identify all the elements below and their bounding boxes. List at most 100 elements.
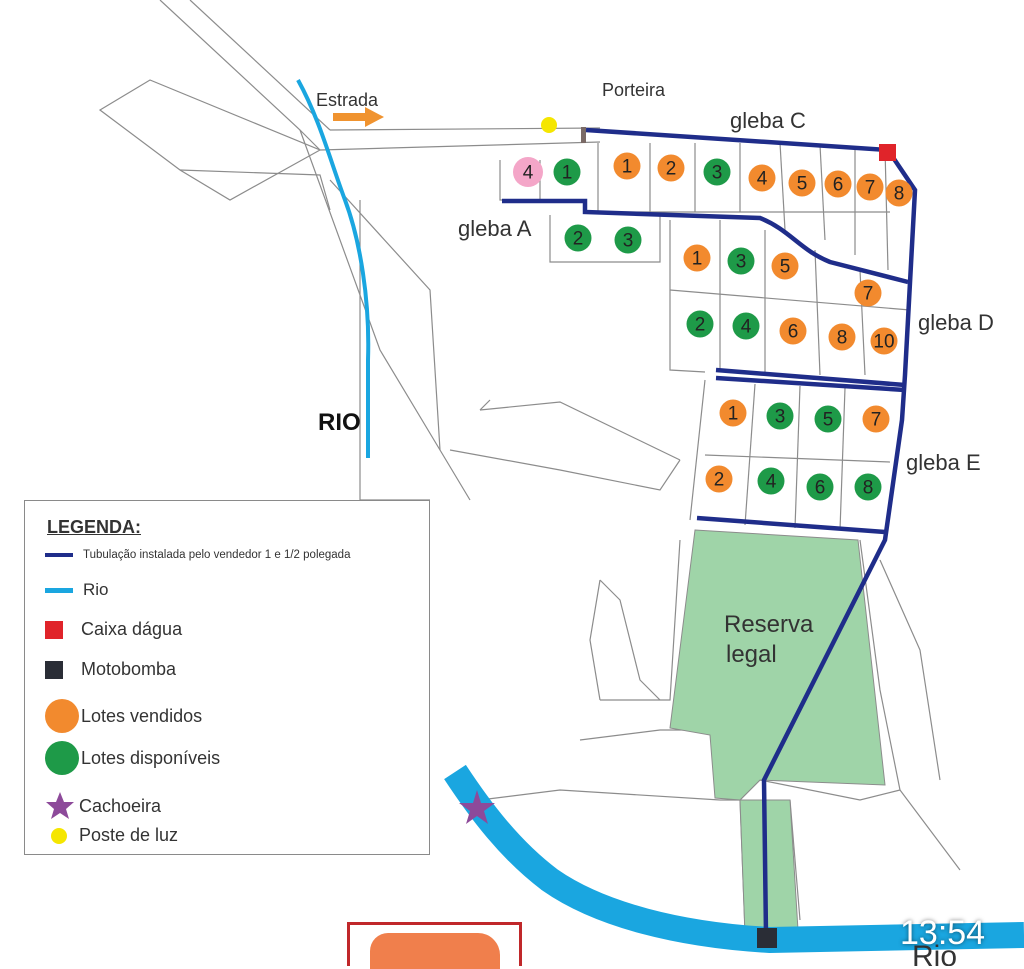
lot-number: 1	[728, 404, 739, 425]
pipe-line-icon	[45, 553, 73, 557]
road-arrow-icon	[333, 107, 384, 127]
lot-marker-sold	[748, 164, 776, 192]
lot-number: 1	[622, 157, 633, 178]
legend-item-pipe: Tubulação instalada pelo vendedor 1 e 1/…	[45, 549, 350, 561]
dark-square-icon	[45, 660, 63, 679]
gleba-e-label: gleba E	[906, 450, 981, 475]
lot-number: 7	[863, 284, 874, 305]
lot-marker-sold	[824, 170, 852, 198]
lot-marker-available	[766, 402, 794, 430]
legend-item-caixa: Caixa dágua	[45, 619, 182, 640]
legend-box: LEGENDA: Tubulação instalada pelo vended…	[24, 500, 430, 855]
lot-number: 8	[837, 328, 848, 349]
legend-label: Poste de luz	[79, 825, 179, 845]
gleba-a-label: gleba A	[458, 216, 532, 241]
lot-number: 5	[823, 410, 834, 431]
lot-number: 3	[736, 252, 747, 273]
lot-marker-available	[703, 158, 731, 186]
lot-marker-available	[814, 405, 842, 433]
lot-marker-available	[732, 312, 760, 340]
legend-label: Lotes disponíveis	[81, 747, 221, 768]
lot-marker-available	[564, 224, 592, 252]
legend-label: Tubulação instalada pelo vendedor 1 e 1/…	[83, 549, 351, 561]
legend-label: Cachoeira	[79, 795, 162, 816]
lot-number: 4	[766, 472, 777, 493]
legend-item-cachoeira: Cachoeira	[45, 791, 161, 821]
porteira-label: Porteira	[602, 80, 666, 100]
yellow-circle-icon	[51, 827, 67, 844]
lot-marker-sold	[788, 169, 816, 197]
lot-number: 5	[797, 174, 808, 195]
lot-marker-available	[614, 226, 642, 254]
legend-label: Lotes vendidos	[81, 705, 203, 726]
lot-number: 2	[714, 470, 725, 491]
estrada-label: Estrada	[316, 90, 379, 110]
lot-marker-available	[686, 310, 714, 338]
star-icon	[45, 791, 75, 821]
reserva-legal-area	[669, 529, 886, 936]
lot-number: 5	[780, 257, 791, 278]
lot-number: 1	[692, 249, 703, 270]
lot-marker-sold	[705, 465, 733, 493]
legend-item-poste: Poste de luz	[45, 825, 178, 846]
lot-marker-sold	[683, 244, 711, 272]
redacted-box	[347, 922, 522, 969]
lot-number: 4	[741, 317, 752, 338]
lot-marker-available	[757, 467, 785, 495]
gleba-d-label: gleba D	[918, 310, 994, 335]
reserva-legal-label-line1: Reserva	[724, 611, 814, 638]
lot-marker-sold	[862, 405, 890, 433]
cachoeira-icon	[459, 790, 495, 824]
lot-marker-sold	[828, 323, 856, 351]
lot-marker-other	[513, 157, 543, 187]
legend-title: LEGENDA:	[47, 517, 141, 537]
lot-number: 3	[623, 231, 634, 252]
orange-circle-icon	[45, 699, 79, 733]
lot-marker-sold	[613, 152, 641, 180]
lot-number: 2	[666, 159, 677, 180]
lot-marker-sold	[854, 279, 882, 307]
lot-number: 6	[788, 322, 799, 343]
lot-marker-available	[854, 473, 882, 501]
legend-item-rio: Rio	[45, 580, 109, 600]
legend-item-disponiveis: Lotes disponíveis	[45, 741, 220, 775]
caixa-dagua-icon	[879, 144, 896, 161]
legend-item-vendidos: Lotes vendidos	[45, 699, 202, 733]
lot-number: 7	[865, 178, 876, 199]
lot-number: 3	[775, 407, 786, 428]
legend-label: Motobomba	[81, 659, 177, 679]
lot-marker-sold	[719, 399, 747, 427]
lot-marker-sold	[771, 252, 799, 280]
status-bar-time: 13:54	[900, 914, 986, 952]
river-main	[296, 79, 371, 458]
lot-number: 2	[573, 229, 584, 250]
lot-marker-sold	[885, 179, 913, 207]
lot-marker-sold	[779, 317, 807, 345]
green-circle-icon	[45, 741, 79, 775]
lot-number: 3	[712, 163, 723, 184]
lot-marker-available	[727, 247, 755, 275]
lot-number: 1	[562, 163, 573, 184]
lot-number: 7	[871, 410, 882, 431]
lot-number: 4	[523, 163, 534, 184]
redaction-scribble	[370, 933, 500, 969]
lot-marker-available	[553, 158, 581, 186]
rio-label: RIO	[318, 409, 361, 436]
reserva-legal-label-line2: legal	[726, 641, 777, 668]
legend-item-motobomba: Motobomba	[45, 659, 176, 680]
light-pole-icon	[541, 117, 557, 133]
legend-label: Caixa dágua	[81, 619, 183, 639]
lot-marker-sold	[870, 327, 898, 355]
lot-number: 8	[863, 478, 874, 499]
lot-number: 6	[833, 175, 844, 196]
lot-number: 8	[894, 184, 905, 205]
lot-marker-sold	[856, 173, 884, 201]
rio-bottom-label: Rio	[912, 940, 957, 966]
lot-number: 10	[873, 332, 894, 353]
lot-marker-available	[806, 473, 834, 501]
red-square-icon	[45, 620, 63, 639]
lot-number: 6	[815, 478, 826, 499]
lot-number: 2	[695, 315, 706, 336]
gleba-c-label: gleba C	[730, 108, 806, 133]
